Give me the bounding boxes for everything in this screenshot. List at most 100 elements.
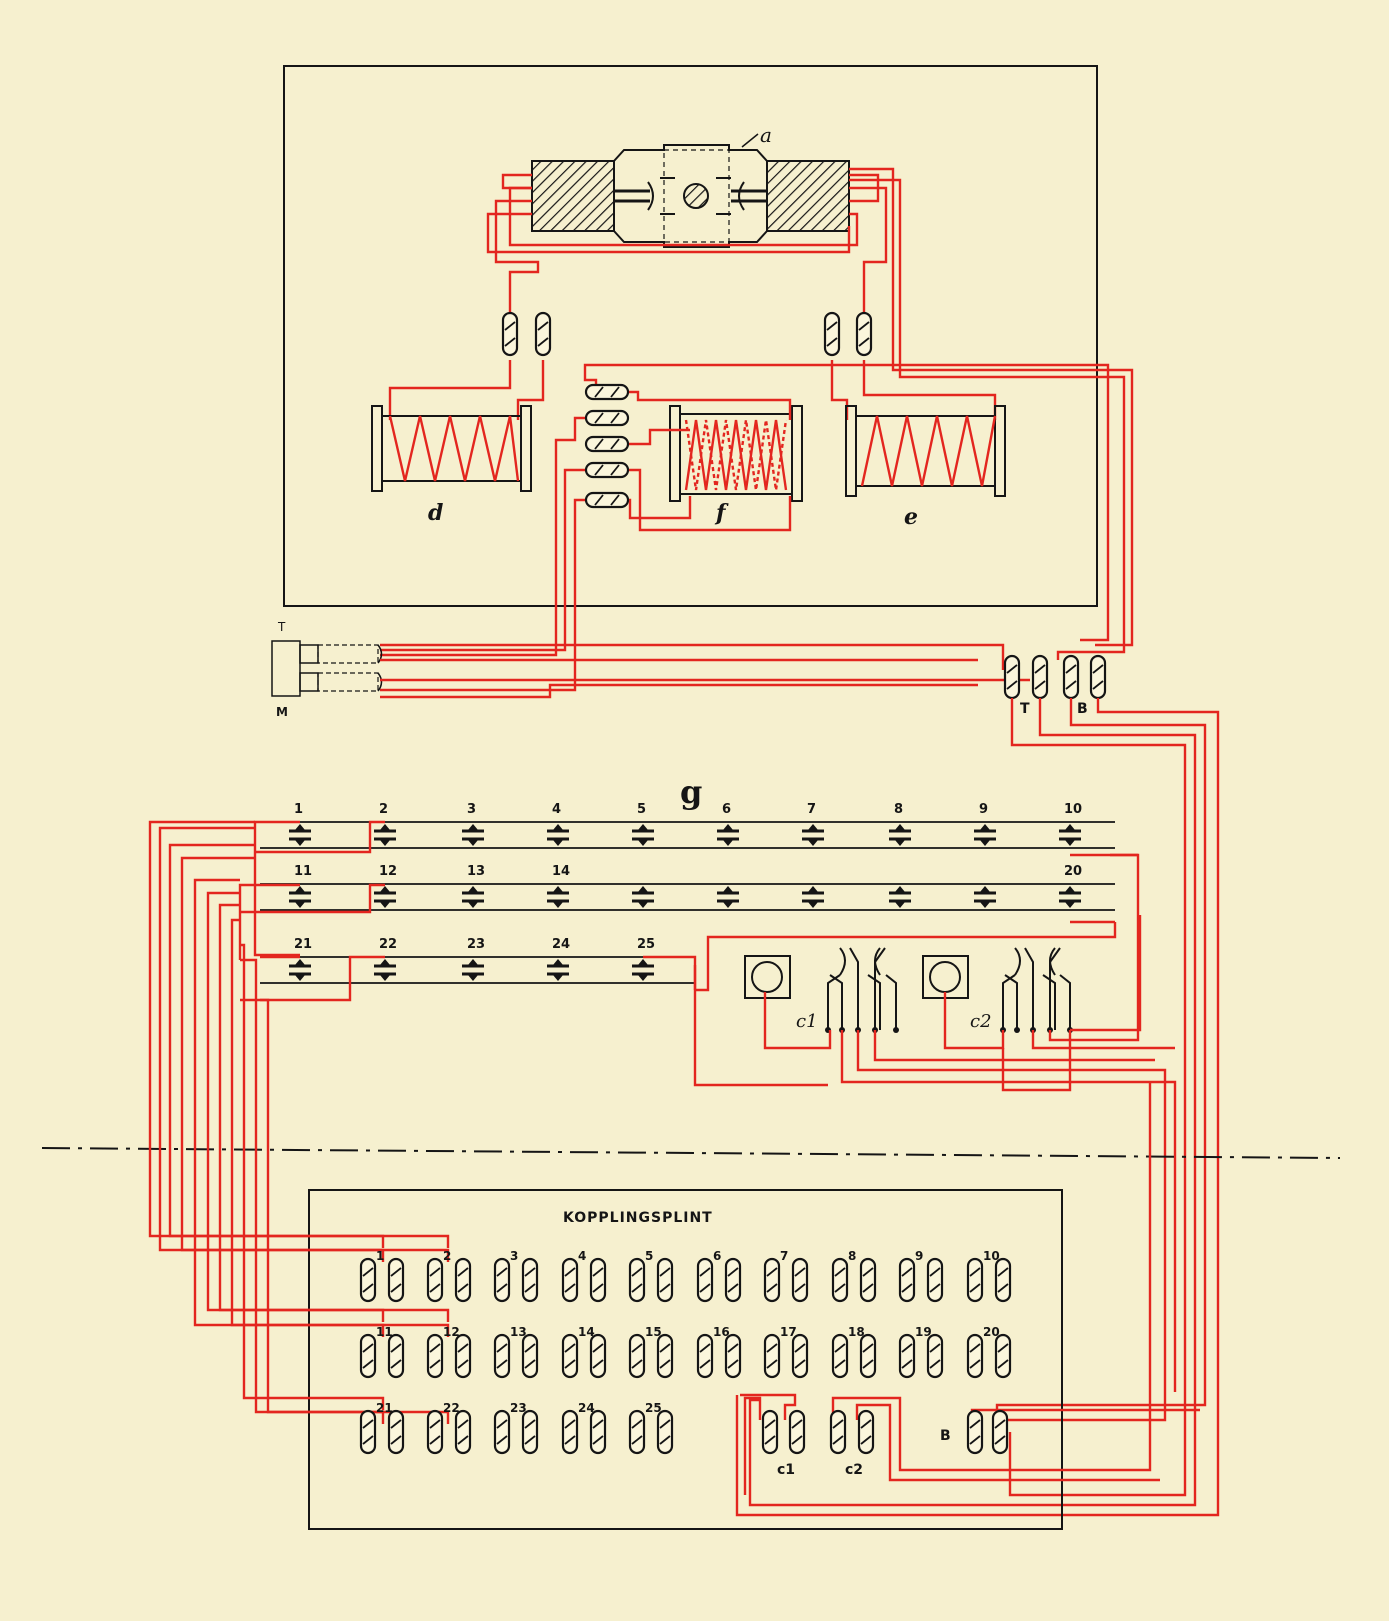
plint-terminal-pin — [966, 1257, 984, 1303]
switch-c1-label: c1 — [796, 1011, 818, 1032]
bus-wire — [158, 826, 385, 1262]
plint-terminal-pin — [791, 1333, 809, 1379]
panel-contact — [545, 957, 571, 983]
panel-wires — [693, 853, 1177, 1422]
plint-terminal-number: 21 — [376, 1401, 393, 1415]
panel-contact — [630, 957, 656, 983]
panel-feed-wire — [260, 955, 385, 1002]
plint-c2-pin-a — [829, 1409, 847, 1455]
panel-contact — [372, 822, 398, 848]
top-pin-1 — [501, 311, 519, 357]
plint-terminal-pin — [926, 1257, 944, 1303]
plint-terminal-number: 10 — [983, 1249, 1000, 1263]
plint-terminal-number: 11 — [376, 1325, 393, 1339]
panel-contact-number: 1 — [294, 802, 303, 817]
plint-terminal-number: 7 — [780, 1249, 788, 1263]
panel-contact — [545, 884, 571, 910]
panel-contact — [630, 884, 656, 910]
panel-contact-number: 20 — [1064, 864, 1082, 879]
coil-e-label: e — [904, 504, 918, 530]
plint-terminal-pin — [387, 1409, 405, 1455]
panel-contact — [887, 822, 913, 848]
panel-contact — [972, 884, 998, 910]
terminal-pin-1 — [1003, 654, 1021, 700]
plint-terminal-number: 5 — [645, 1249, 653, 1263]
terminal-t-label: T — [1020, 701, 1030, 717]
panel-contact — [372, 884, 398, 910]
plint-terminal-pin — [859, 1257, 877, 1303]
plint-terminal-number: 23 — [510, 1401, 527, 1415]
plint-terminal-pin — [359, 1257, 377, 1303]
plug-t-label: T — [277, 620, 286, 634]
tm-plug — [271, 640, 1030, 699]
plint-terminal-pin — [763, 1257, 781, 1303]
coil-f-label: f — [714, 500, 729, 526]
kopplingsplint-title: KOPPLINGSPLINT — [563, 1210, 713, 1226]
panel-contact-number: 13 — [467, 864, 485, 879]
plint-terminal-pin — [493, 1333, 511, 1379]
plint-terminal-pin — [831, 1333, 849, 1379]
plint-c2-pin-b — [857, 1409, 875, 1455]
plint-terminal-pin — [561, 1333, 579, 1379]
plint-terminal-pin — [656, 1333, 674, 1379]
coil-d — [371, 405, 532, 492]
plint-terminal-number: 1 — [376, 1249, 384, 1263]
panel-contact — [1057, 822, 1083, 848]
plint-terminal-pin — [994, 1333, 1012, 1379]
bus-wire — [148, 820, 450, 1248]
center-pin-3 — [584, 435, 630, 453]
panel-contact-number: 8 — [894, 802, 903, 817]
panel-contact-number: 4 — [552, 802, 561, 817]
center-pin-5 — [584, 491, 630, 509]
top-pin-2 — [534, 311, 552, 357]
panel-contact-number: 2 — [379, 802, 388, 817]
panel-contact-number: 12 — [379, 864, 397, 879]
relay-a-label: a — [760, 123, 772, 147]
plint-c1-pin-a — [761, 1409, 779, 1455]
plint-terminal-number: 4 — [578, 1249, 586, 1263]
plint-terminal-pin — [994, 1257, 1012, 1303]
panel-contact — [287, 884, 313, 910]
plint-terminal-pin — [359, 1409, 377, 1455]
panel-feed-wire — [253, 820, 300, 957]
plint-terminal-pin — [493, 1257, 511, 1303]
terminal-pin-4 — [1089, 654, 1107, 700]
panel-contact-number: 10 — [1064, 802, 1082, 817]
panel-contact-number: 25 — [637, 937, 655, 952]
plint-terminal-number: 20 — [983, 1325, 1000, 1339]
plint-terminal-number: 6 — [713, 1249, 721, 1263]
plint-terminal-pin — [359, 1333, 377, 1379]
plint-terminal-number: 19 — [915, 1325, 932, 1339]
panel-contact — [1057, 884, 1083, 910]
plint-terminal-pin — [521, 1333, 539, 1379]
plint-terminal-number: 2 — [443, 1249, 451, 1263]
plint-terminal-pin — [493, 1409, 511, 1455]
panel-contact-number: 14 — [552, 864, 570, 879]
plint-terminal-pin — [791, 1257, 809, 1303]
panel-contact — [972, 822, 998, 848]
bus-wire — [168, 843, 385, 1248]
panel-contact — [887, 884, 913, 910]
plint-terminal-pin — [454, 1333, 472, 1379]
bus-wire — [230, 918, 450, 1337]
panel-contact-number: 9 — [979, 802, 988, 817]
plint-terminal-number: 24 — [578, 1401, 595, 1415]
plint-terminal-number: 15 — [645, 1325, 662, 1339]
plint-terminal-pin — [589, 1409, 607, 1455]
plint-terminal-pin — [656, 1257, 674, 1303]
plint-terminal-number: 12 — [443, 1325, 460, 1339]
plint-terminal-pin — [656, 1409, 674, 1455]
panel-contact — [287, 957, 313, 983]
top-pin-4 — [855, 311, 873, 357]
plint-terminal-number: 9 — [915, 1249, 923, 1263]
plint-terminal-pin — [589, 1333, 607, 1379]
plint-terminal-pin — [926, 1333, 944, 1379]
top-pin-3 — [823, 311, 841, 357]
plint-terminal-pin — [387, 1333, 405, 1379]
plint-terminal-pin — [696, 1257, 714, 1303]
plint-terminal-pin — [454, 1257, 472, 1303]
coil-d-label: d — [428, 500, 443, 526]
plint-terminal-pin — [859, 1333, 877, 1379]
panel-feed-wire — [238, 883, 300, 960]
